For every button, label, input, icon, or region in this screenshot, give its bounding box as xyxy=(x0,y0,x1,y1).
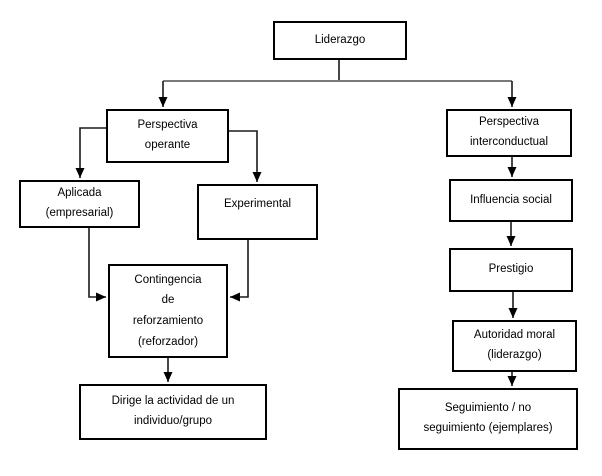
node-dirige-actividad: Dirige la actividad de un individuo/grup… xyxy=(79,384,267,440)
connector-operante-to-experimental xyxy=(229,130,262,182)
connector-experimental-to-contingencia xyxy=(230,240,249,302)
node-liderazgo: Liderazgo xyxy=(273,21,407,60)
node-perspectiva-interconductual: Perspectiva interconductual xyxy=(446,109,572,157)
connector-operante-to-aplicada xyxy=(75,127,106,178)
node-prestigio: Prestigio xyxy=(449,248,573,292)
node-perspectiva-operante: Perspectiva operante xyxy=(106,109,229,163)
node-influencia-social: Influencia social xyxy=(449,179,573,222)
connector-aplicada-to-contingencia xyxy=(88,228,106,302)
node-contingencia-reforzamiento: Contingencia de reforzamiento (reforzado… xyxy=(108,264,228,358)
node-seguimiento: Seguimiento / no seguimiento (ejemplares… xyxy=(398,388,578,450)
node-experimental: Experimental xyxy=(197,184,318,240)
node-aplicada-empresarial: Aplicada (empresarial) xyxy=(19,180,140,228)
node-autoridad-moral: Autoridad moral (liderazgo) xyxy=(452,320,577,372)
